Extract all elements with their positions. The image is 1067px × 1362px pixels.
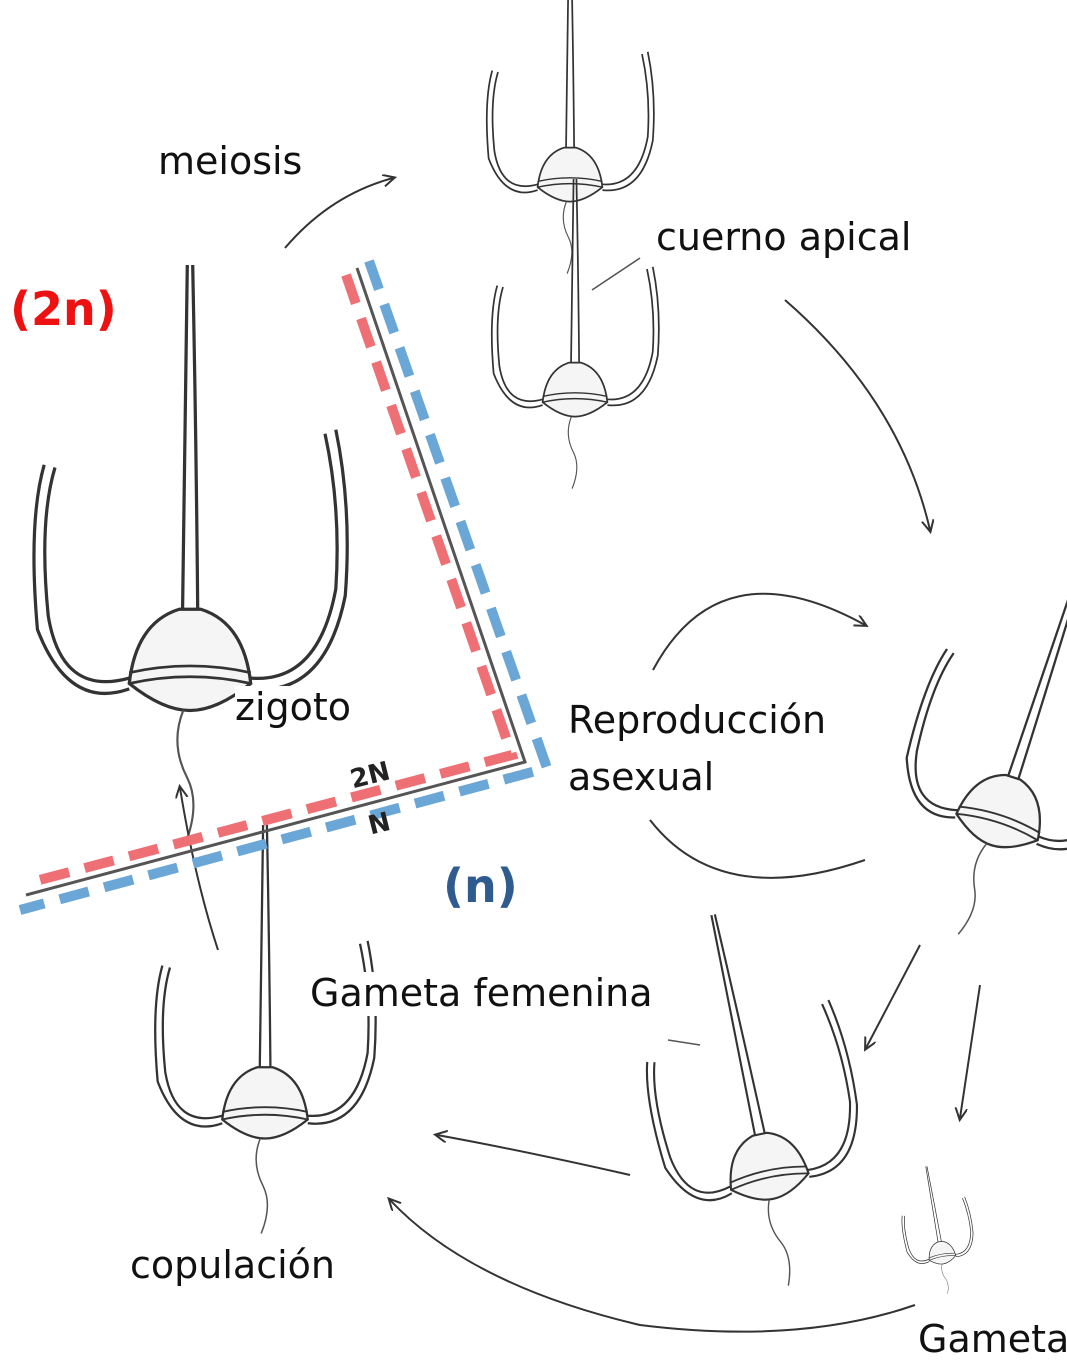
male-gamete-cell-icon xyxy=(892,1160,983,1299)
zygote-cell-icon xyxy=(34,265,347,846)
to-female-gamete-arrow-icon xyxy=(866,945,920,1048)
female-to-copulation-arrow-icon xyxy=(437,1135,630,1175)
ploidy-boundary xyxy=(20,261,547,910)
copulation-cell-icon xyxy=(155,825,375,1234)
to-male-gamete-arrow-icon xyxy=(960,985,980,1118)
meiosis-top-cell-icon xyxy=(487,0,654,274)
apical-horn-pointer xyxy=(592,258,640,290)
apical-horn-label: cuerno apical xyxy=(656,216,911,260)
asexual-reproduction-label-line2: asexual xyxy=(568,756,714,800)
zygote-label: zigoto xyxy=(235,686,351,730)
asexual-cell-icon xyxy=(857,513,1067,970)
female-gamete-label: Gameta femenina xyxy=(310,972,653,1016)
to-asexual-arrow-icon xyxy=(785,300,930,530)
asexual-loop-top-arrow-icon xyxy=(653,594,865,670)
female-gamete-pointer xyxy=(668,1040,700,1045)
asexual-reproduction-label-line1: Reproducción xyxy=(568,699,826,743)
meiosis-bottom-cell-icon xyxy=(492,179,659,489)
boundary-red-dash xyxy=(32,275,512,882)
copulation-to-zygote-arrow-icon xyxy=(180,788,218,950)
asexual-loop-bottom-arrow-icon xyxy=(650,820,865,878)
meiosis-label: meiosis xyxy=(158,140,302,184)
male-to-copulation-arrow-icon xyxy=(390,1200,915,1332)
boundary-2n-label: 2N xyxy=(347,756,393,795)
gamete-label: Gameta xyxy=(918,1318,1067,1362)
copulation-label: copulación xyxy=(130,1244,335,1288)
female-gamete-cell-icon xyxy=(614,893,892,1306)
diploid-label: (2n) xyxy=(10,283,117,336)
haploid-label: (n) xyxy=(443,860,518,913)
meiosis-arrow-icon xyxy=(285,178,393,248)
